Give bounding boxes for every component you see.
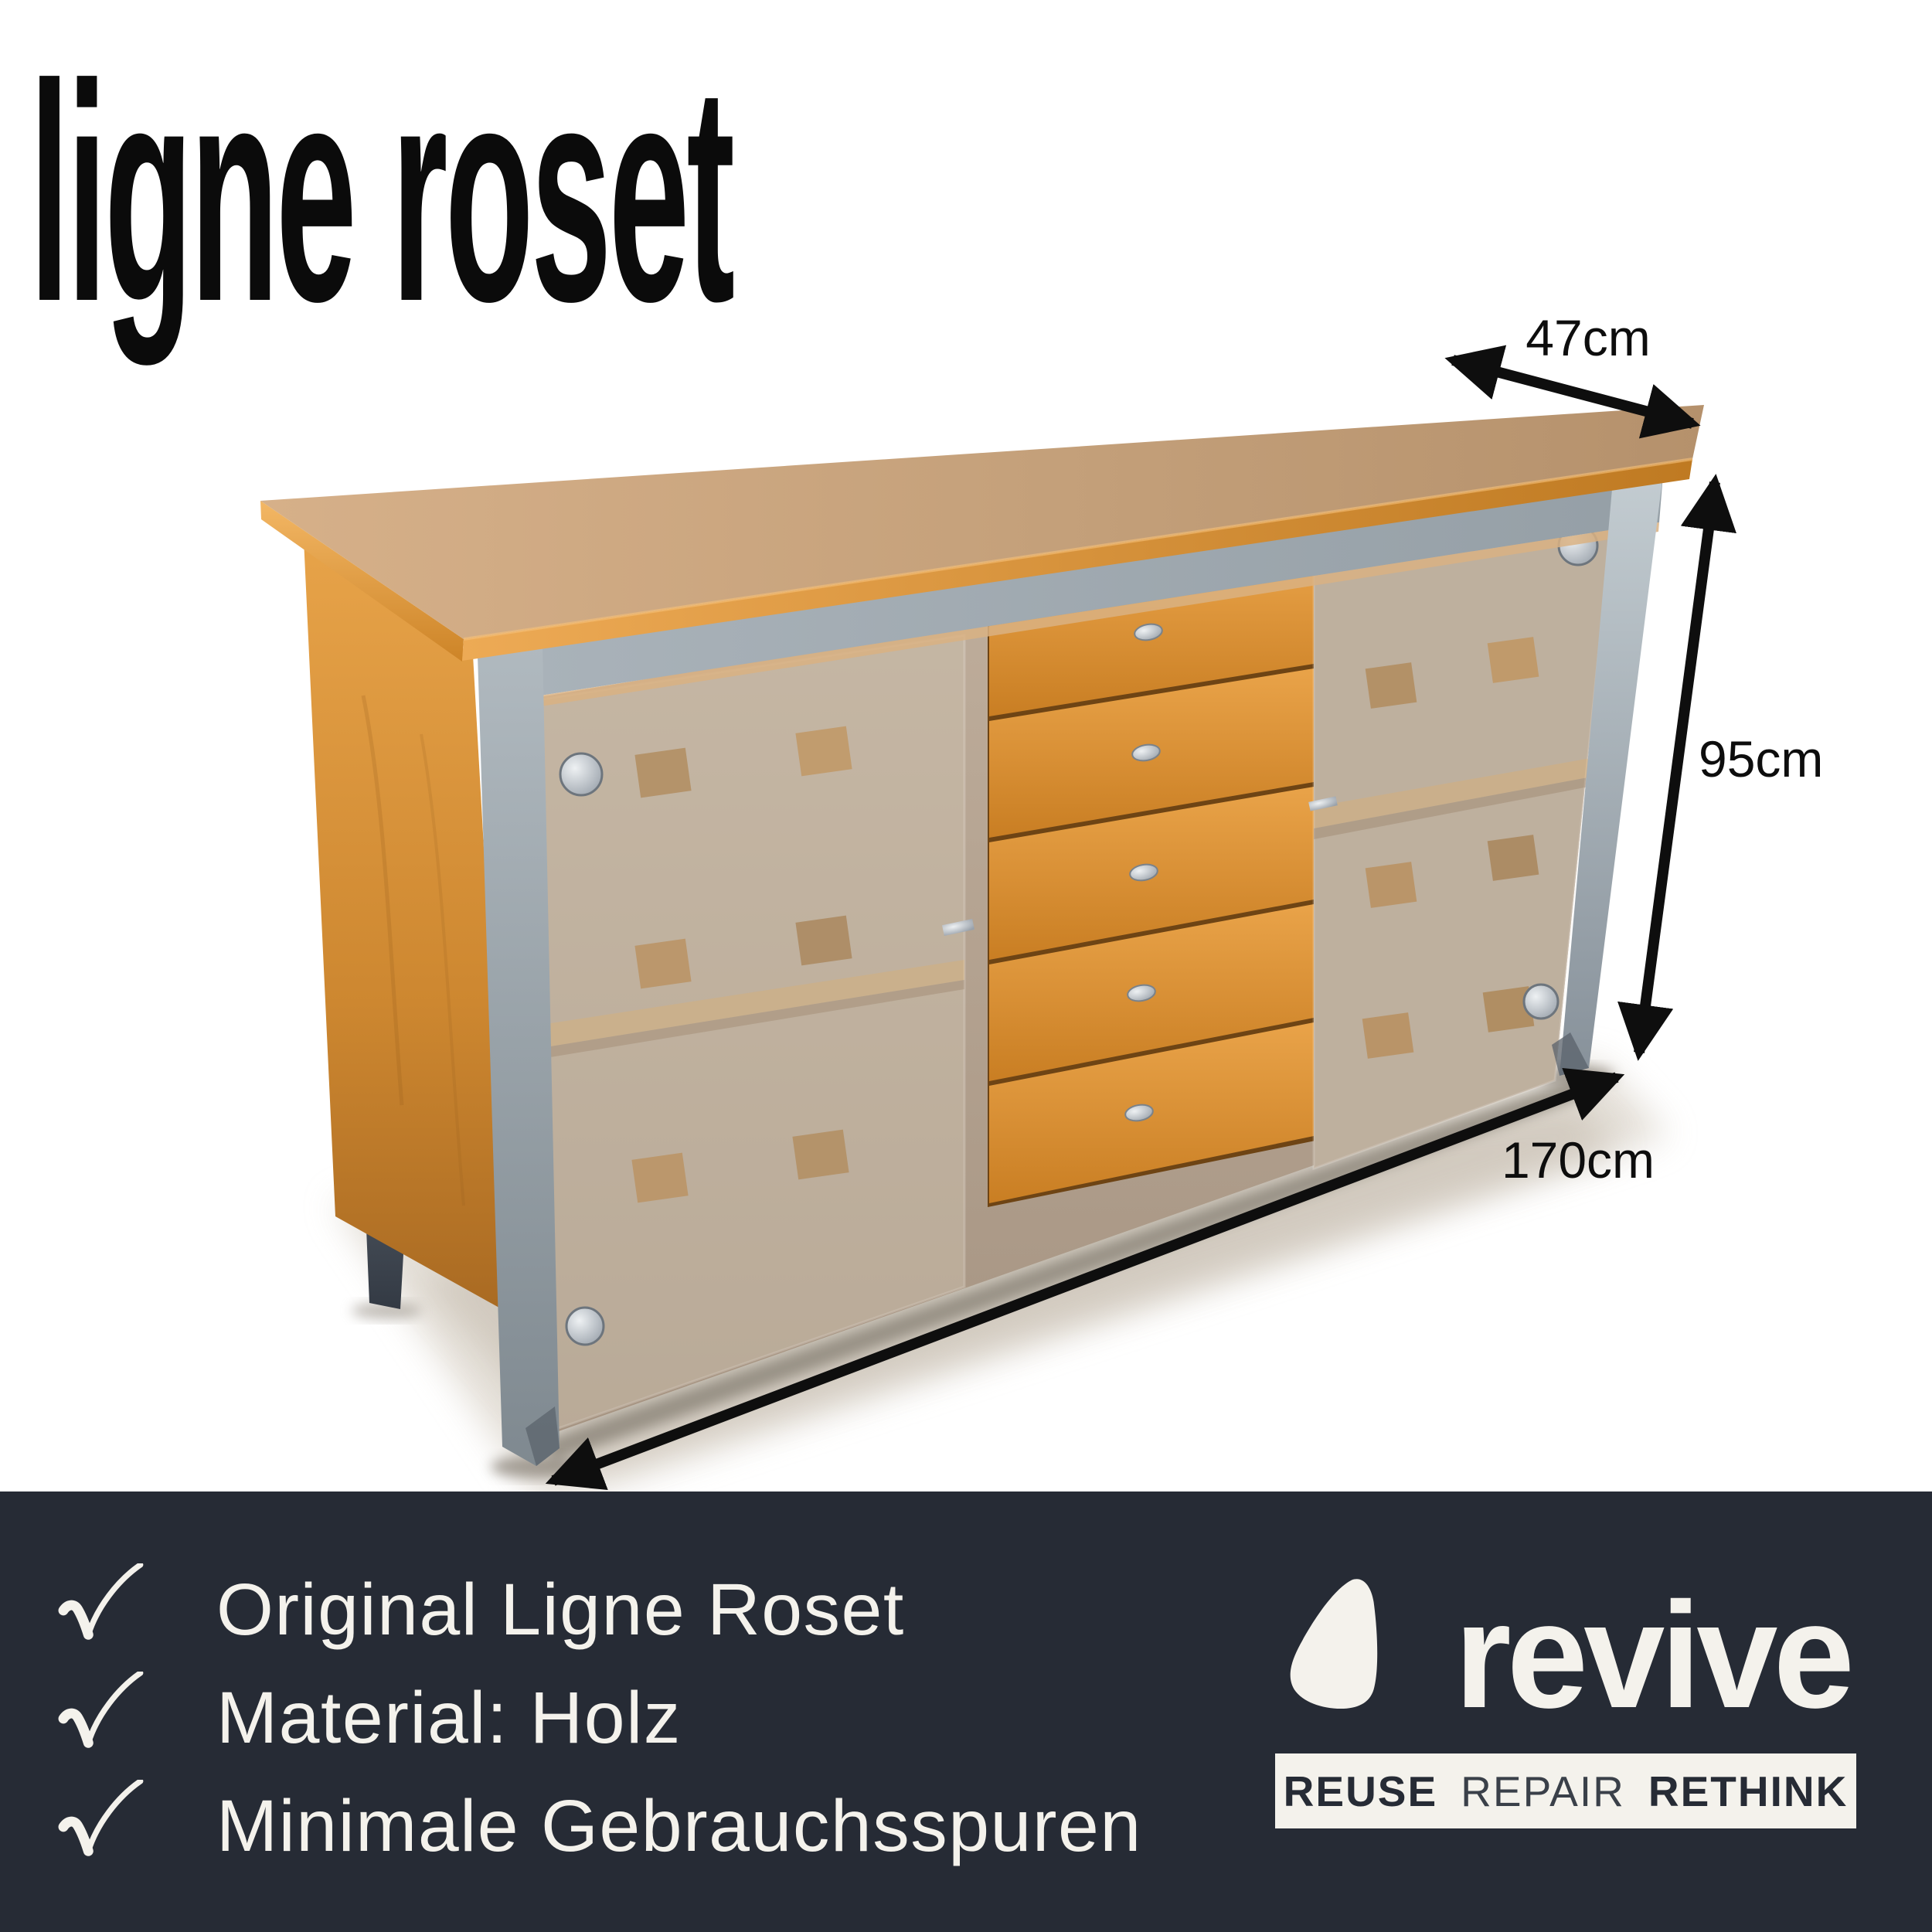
door-fixing-knob — [565, 1306, 605, 1346]
feature-label: Original Ligne Roset — [216, 1568, 905, 1651]
checkmark-icon — [58, 1780, 144, 1856]
depth-dimension-label: 47cm — [1526, 309, 1650, 366]
checkmark-icon — [58, 1672, 144, 1748]
tagline-rethink: RETHINK — [1648, 1767, 1849, 1815]
feature-row-condition: Minimale Gebrauchsspuren — [46, 1780, 1142, 1867]
feature-row-material: Material: Holz — [46, 1672, 1142, 1759]
checkmark-icon — [58, 1563, 144, 1640]
width-dimension-label: 170cm — [1502, 1131, 1655, 1189]
depth-arrow — [1444, 345, 1701, 439]
sideboard-top — [260, 405, 1704, 662]
revive-pick-icon — [1290, 1579, 1378, 1709]
reseller-name: revive — [1454, 1571, 1855, 1740]
door-fixing-knob — [1522, 983, 1560, 1020]
feature-row-authentic: Original Ligne Roset — [46, 1563, 1142, 1651]
door-handle-pin — [941, 918, 975, 937]
right-glass-door — [1308, 512, 1614, 1171]
revive-logo: revive — [1275, 1565, 1862, 1740]
feature-label: Minimale Gebrauchsspuren — [216, 1784, 1142, 1867]
tagline-repair: REPAIR — [1461, 1767, 1625, 1815]
info-bar: Original Ligne Roset Material: Holz Mini… — [0, 1492, 1932, 1932]
drawer-stack — [988, 546, 1315, 1207]
width-arrow — [545, 1067, 1625, 1491]
ligne-roset-logo: ligne roset — [29, 20, 735, 366]
height-dimension-label: 95cm — [1699, 730, 1823, 787]
reseller-tagline: REUSE REPAIR RETHINK — [1275, 1753, 1856, 1828]
feature-label: Material: Holz — [216, 1676, 682, 1759]
reseller-block: revive REUSE REPAIR RETHINK — [1275, 1565, 1862, 1828]
side-panel — [304, 539, 510, 1314]
door-handle-pin — [1308, 796, 1338, 811]
frame-top-rail — [478, 474, 1663, 705]
dimension-annotations — [545, 345, 1736, 1491]
tagline-reuse: REUSE — [1283, 1767, 1438, 1815]
wood-inlay-squares — [1362, 637, 1539, 1059]
feature-list: Original Ligne Roset Material: Holz Mini… — [46, 1563, 1142, 1867]
height-arrow — [1617, 474, 1736, 1061]
door-fixing-knob — [559, 752, 604, 797]
frame-left-stile-leg — [478, 646, 560, 1466]
